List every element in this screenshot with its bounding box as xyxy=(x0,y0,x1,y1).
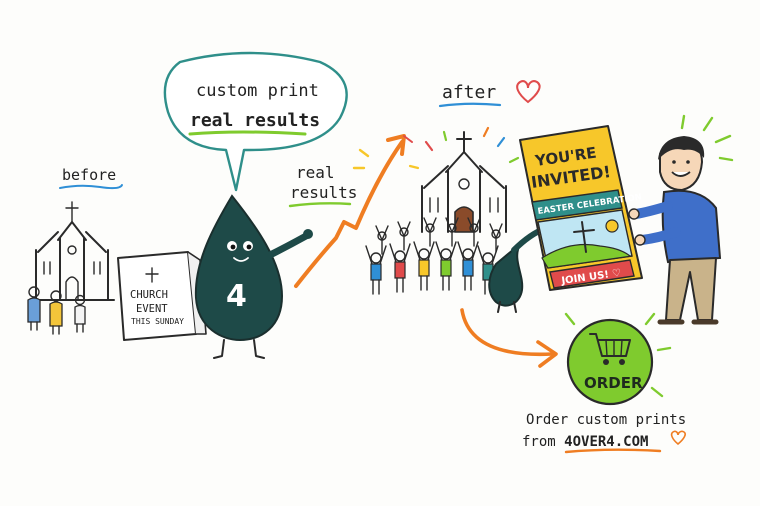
small-people-group xyxy=(27,286,86,335)
order-button[interactable]: ORDER xyxy=(566,318,654,406)
happy-man-holding-poster xyxy=(628,114,734,325)
sign-line-1: CHURCH xyxy=(130,289,168,301)
before-label: before xyxy=(62,166,116,184)
order-caption-line-1: Order custom prints xyxy=(526,412,686,428)
side-results-label: results xyxy=(290,183,357,202)
bubble-line-2: real results xyxy=(190,110,320,131)
order-arrow xyxy=(460,308,558,368)
order-caption-underline xyxy=(564,448,662,454)
order-caption-line-2: from 4OVER4.COM xyxy=(522,434,648,450)
before-underline xyxy=(59,184,123,190)
after-label: after xyxy=(442,82,496,103)
speech-bubble: custom print real results xyxy=(163,51,348,192)
order-caption-prefix: from xyxy=(522,434,564,450)
cheering-crowd xyxy=(365,217,503,295)
order-caption-site[interactable]: 4OVER4.COM xyxy=(564,434,648,450)
big-church-drawing xyxy=(352,126,520,233)
order-button-label: ORDER xyxy=(584,374,643,392)
shopping-cart-icon xyxy=(589,333,631,365)
sign-line-3: THIS SUNDAY xyxy=(131,317,184,326)
small-heart-icon xyxy=(670,430,686,446)
church-event-sign: CHURCH EVENT THIS SUNDAY xyxy=(117,251,207,341)
mascot-number: 4 xyxy=(226,279,247,314)
ink-drop-mascot-holding-poster xyxy=(488,225,549,313)
side-results-underline xyxy=(288,202,352,208)
ink-drop-mascot: 4 xyxy=(194,194,313,359)
sign-line-2: EVENT xyxy=(136,303,168,315)
bubble-underline xyxy=(188,130,307,136)
heart-icon xyxy=(516,80,541,104)
small-church-drawing xyxy=(29,201,115,301)
bubble-line-1: custom print xyxy=(196,81,319,101)
growth-arrow xyxy=(294,134,406,288)
after-underline xyxy=(438,102,502,108)
easter-poster: YOU'RE INVITED! EASTER CELEBRATION JOIN … xyxy=(519,125,643,291)
order-burst-lines xyxy=(564,312,672,398)
side-real-label: real xyxy=(296,163,335,182)
